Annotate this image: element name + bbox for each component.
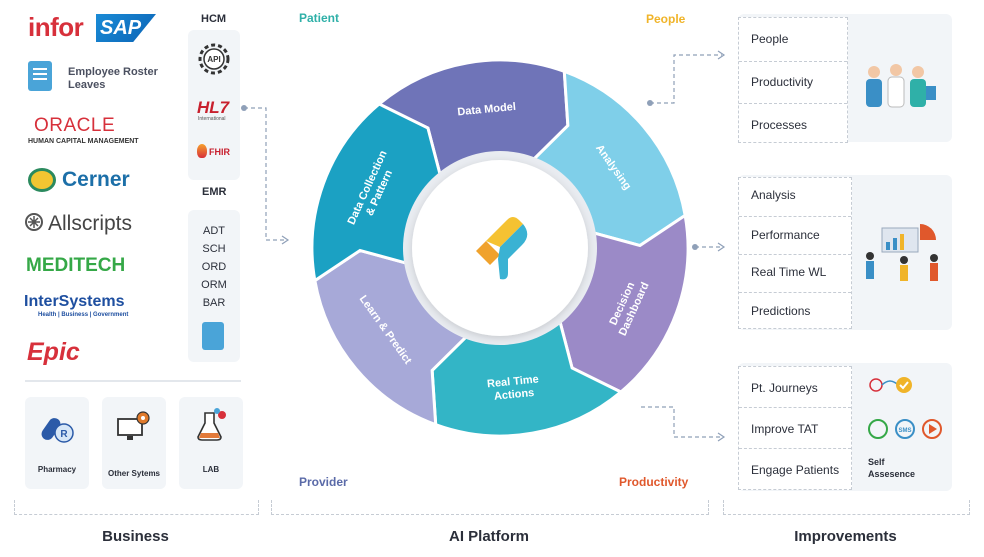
corner-provider: Provider — [299, 475, 348, 489]
computer-gear-icon — [117, 411, 150, 440]
improvement-improve-tat: Improve TAT — [751, 422, 819, 436]
api-gear-icon: API — [198, 43, 230, 75]
business-bracket — [14, 500, 259, 515]
infor-logo: infor — [28, 12, 84, 42]
oracle-subtitle: HUMAN CAPITAL MANAGEMENT — [28, 138, 139, 145]
roster-document-icon — [28, 61, 52, 91]
emr-item-bar: BAR — [202, 297, 226, 309]
oracle-logo: ORACLE — [34, 115, 116, 136]
hcm-title: HCM — [201, 13, 227, 25]
check-badge-icon — [896, 377, 912, 393]
business-connector — [241, 105, 290, 245]
self-assessment-icons: SMS — [868, 377, 942, 439]
segment-label-data-model: Data Model — [457, 101, 517, 119]
emr-title: EMR — [202, 186, 227, 198]
sms-label: SMS — [898, 428, 911, 434]
improvement-performance: Performance — [751, 228, 820, 242]
play-icon — [922, 419, 942, 439]
improvement-analysis: Analysis — [751, 188, 796, 202]
pharmacy-label: Pharmacy — [37, 465, 77, 474]
improvement-group-analysis: Analysis Performance Real Time WL Predic… — [738, 177, 852, 329]
corner-patient: Patient — [299, 11, 339, 25]
other-systems-tile: Other Sytems — [102, 397, 166, 489]
svg-text:R: R — [60, 429, 68, 440]
platform-section-label: AI Platform — [448, 528, 529, 545]
other-systems-label: Other Sytems — [107, 469, 161, 478]
lab-flask-icon — [197, 408, 226, 441]
employee-roster-label: Employee Roster Leaves — [68, 66, 158, 91]
api-label: API — [207, 55, 220, 64]
business-section-label: Business — [102, 528, 169, 545]
improvement-group-journeys: Pt. Journeys Improve TAT Engage Patients — [738, 366, 852, 490]
corner-productivity-label: Productivity — [619, 475, 689, 489]
business-divider — [25, 380, 241, 382]
segment-label-real-time-actions: Real TimeActions — [487, 373, 541, 403]
emr-item-adt: ADT — [203, 225, 225, 237]
corner-productivity: Productivity — [619, 475, 688, 489]
improvement-processes: Processes — [751, 118, 808, 132]
ai-cycle-diagram: Data ModelAnalysingDecisionDashboardReal… — [310, 58, 690, 435]
pill-rx-icon: R — [41, 418, 74, 443]
fhir-logo: FHIR — [209, 147, 230, 157]
improvements-bracket — [723, 500, 970, 515]
self-assessment-label: Self Assesence — [868, 457, 916, 479]
cerner-logo: Cerner — [62, 168, 130, 191]
whatsapp-icon — [868, 419, 888, 439]
hl7-subtitle: International — [198, 116, 226, 122]
hcm-panel: API HL7 International FHIR — [188, 30, 240, 180]
medical-staff-illustration — [866, 64, 936, 108]
journey-node-icon — [869, 378, 883, 392]
epic-logo: Epic — [27, 338, 80, 366]
improvement-engage-patients: Engage Patients — [751, 463, 840, 477]
emr-item-orm: ORM — [201, 279, 227, 291]
fhir-flame-icon — [197, 144, 207, 158]
improvement-connectors — [640, 50, 726, 442]
improvement-pt-journeys: Pt. Journeys — [751, 381, 818, 395]
platform-bracket — [271, 500, 709, 515]
cerner-mark-icon — [28, 168, 56, 192]
improvements-section-label: Improvements — [794, 528, 897, 545]
emr-document-icon — [202, 322, 224, 350]
emr-item-ord: ORD — [201, 261, 227, 273]
improvement-productivity: Productivity — [751, 75, 814, 89]
analytics-team-illustration — [866, 224, 938, 281]
meditech-logo: MEDITECH — [26, 255, 126, 276]
intersystems-subtitle: Health | Business | Government — [38, 312, 129, 318]
corner-people: People — [646, 12, 685, 26]
sms-icon — [895, 419, 915, 439]
center-logo-icon — [476, 217, 528, 280]
corner-provider-label: Provider — [299, 475, 348, 489]
pharmacy-tile: R Pharmacy — [25, 397, 89, 489]
improvement-predictions: Predictions — [751, 304, 811, 318]
sap-logo: SAP — [96, 14, 156, 42]
allscripts-logo: Allscripts — [48, 212, 133, 235]
lab-tile: LAB — [179, 397, 243, 489]
corner-people-label: People — [646, 12, 686, 26]
emr-item-sch: SCH — [202, 243, 226, 255]
lab-label: LAB — [202, 465, 220, 474]
improvement-real-time-wl: Real Time WL — [751, 265, 827, 279]
intersystems-logo: InterSystems — [24, 293, 125, 310]
improvement-people: People — [751, 32, 789, 46]
emr-panel: ADT SCH ORD ORM BAR — [188, 210, 240, 362]
hl7-logo: HL7 — [197, 98, 230, 117]
improvement-group-people: People Productivity Processes — [738, 17, 848, 143]
allscripts-mark-icon — [25, 213, 43, 231]
corner-patient-label: Patient — [299, 11, 340, 25]
